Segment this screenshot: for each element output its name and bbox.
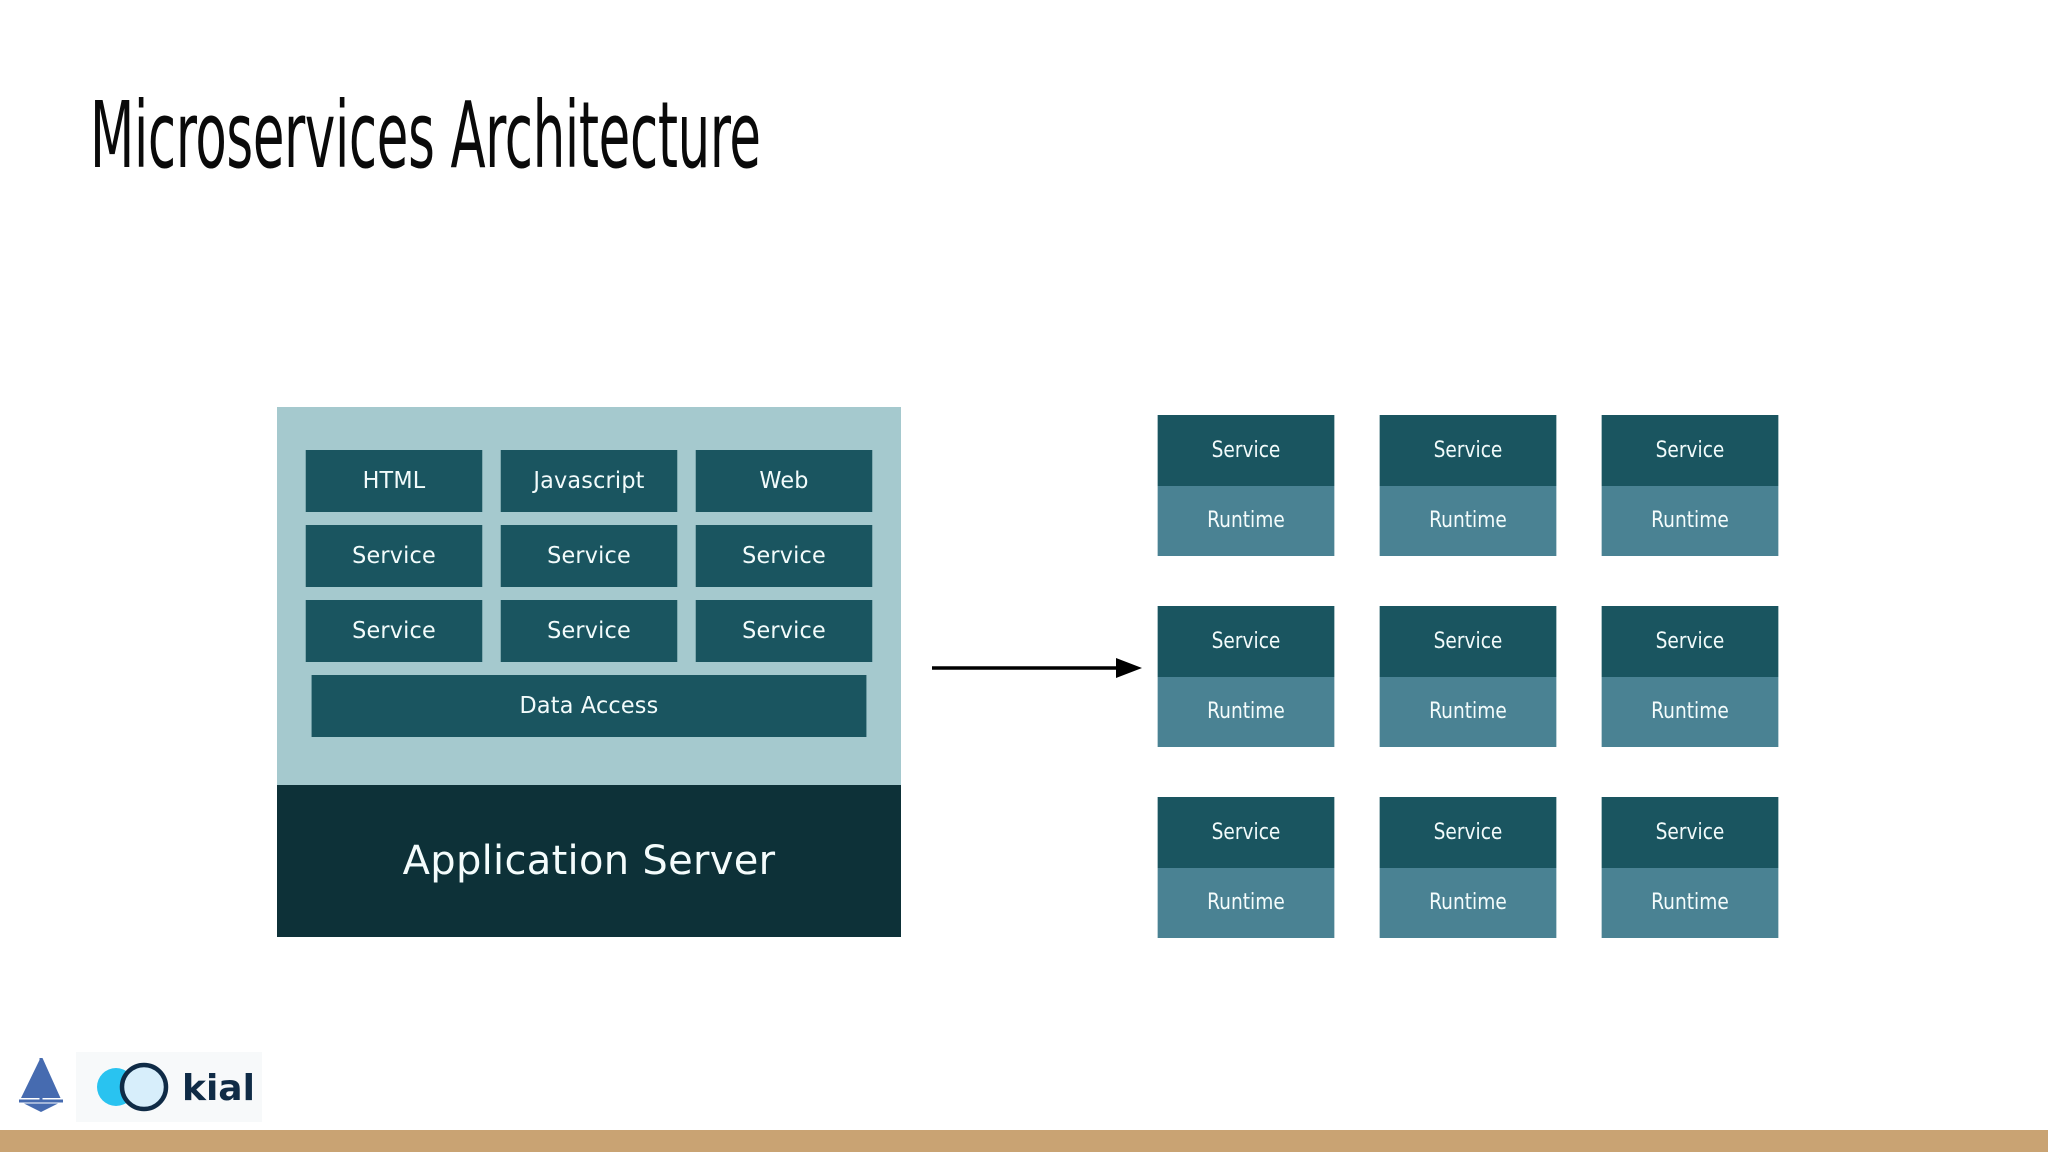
monolith-block-service-6: Service [695,600,873,662]
monolith-block-service-3: Service [695,525,873,587]
kiali-wordmark: kiali [182,1068,256,1109]
monolith-row-data-access: Data Access [303,675,875,737]
microservice-service-label: Service [1379,797,1557,868]
microservice-service-label: Service [1157,415,1335,486]
microservice-service-label: Service [1601,797,1779,868]
microservice-runtime-label: Runtime [1601,676,1779,747]
microservice-service-label: Service [1379,606,1557,677]
istio-sailboat-logo [16,1054,66,1116]
monolith-block-service-2: Service [500,525,678,587]
microservice-card: Service Runtime [1596,797,1784,938]
monolith-block-service-1: Service [305,525,483,587]
microservice-service-label: Service [1157,606,1335,677]
monolith-block-web: Web [695,450,873,512]
microservice-card: Service Runtime [1152,797,1340,938]
microservice-card: Service Runtime [1152,415,1340,556]
microservice-card: Service Runtime [1596,606,1784,747]
kiali-logo: kiali [76,1052,262,1122]
microservice-service-label: Service [1157,797,1335,868]
microservice-runtime-label: Runtime [1601,867,1779,938]
footer-accent-bar [0,1130,2048,1152]
monolith-block-service-4: Service [305,600,483,662]
monolith-diagram: HTML Javascript Web Service Service Serv… [277,407,901,937]
microservice-card: Service Runtime [1596,415,1784,556]
microservice-service-label: Service [1379,415,1557,486]
monolith-block-data-access: Data Access [311,675,867,737]
microservices-grid: Service Runtime Service Runtime Service … [1152,415,1784,938]
transformation-arrow [932,648,1142,688]
arrow-right-icon [932,658,1142,678]
monolith-row-1: Service Service Service [303,525,875,587]
microservice-runtime-label: Runtime [1379,676,1557,747]
sailboat-icon [19,1058,63,1112]
microservice-runtime-label: Runtime [1379,485,1557,556]
microservice-runtime-label: Runtime [1157,485,1335,556]
monolith-block-service-5: Service [500,600,678,662]
microservice-service-label: Service [1601,606,1779,677]
microservice-runtime-label: Runtime [1379,867,1557,938]
microservice-runtime-label: Runtime [1157,867,1335,938]
monolith-block-javascript: Javascript [500,450,678,512]
monolith-row-0: HTML Javascript Web [303,450,875,512]
microservice-runtime-label: Runtime [1157,676,1335,747]
microservice-runtime-label: Runtime [1601,485,1779,556]
microservice-card: Service Runtime [1152,606,1340,747]
monolith-block-html: HTML [305,450,483,512]
application-server-band: Application Server [277,785,901,937]
kiali-mark-icon: kiali [97,1062,256,1112]
page-title: Microservices Architecture [90,82,761,189]
microservice-service-label: Service [1601,415,1779,486]
monolith-inner-blocks: HTML Javascript Web Service Service Serv… [277,407,901,759]
microservice-card: Service Runtime [1374,606,1562,747]
microservice-card: Service Runtime [1374,415,1562,556]
monolith-row-2: Service Service Service [303,600,875,662]
microservice-card: Service Runtime [1374,797,1562,938]
